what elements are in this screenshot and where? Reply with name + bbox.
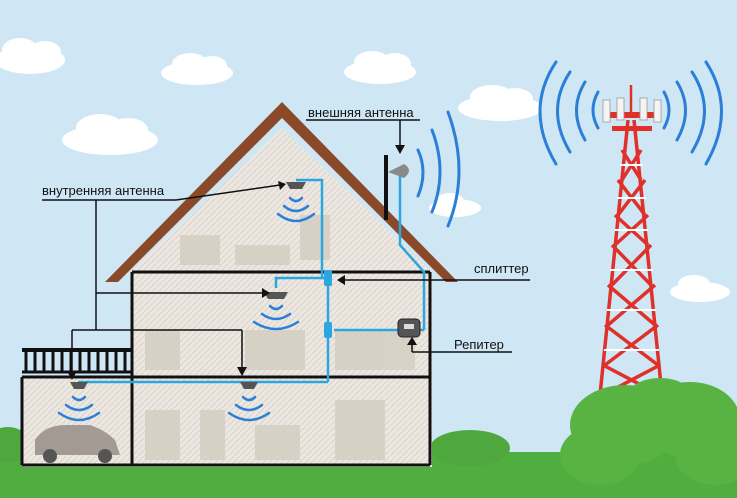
cloud <box>458 85 542 121</box>
leader-lines <box>42 119 530 374</box>
house <box>20 102 458 467</box>
splitter-icon <box>324 322 332 338</box>
tower-signal-waves <box>538 60 723 166</box>
splitter-icon <box>324 270 332 286</box>
internal-antenna-waves <box>57 196 316 422</box>
panel-antenna-icon <box>384 155 409 220</box>
label-internal-antenna: внутренняя антенна <box>42 183 165 198</box>
cloud <box>344 51 416 84</box>
tree-bush <box>560 378 737 485</box>
cell-tower-icon <box>598 85 664 397</box>
cloud <box>0 38 65 74</box>
leader-arrowheads <box>67 145 417 380</box>
bush-mid <box>430 430 510 466</box>
cloud <box>161 53 233 85</box>
clouds <box>0 38 730 302</box>
ceiling-antenna-icon <box>70 182 306 389</box>
label-repeater: Репитер <box>454 337 504 352</box>
repeater-box-icon <box>397 318 421 338</box>
cloud <box>670 275 730 302</box>
balcony-railing <box>22 348 132 374</box>
external-antenna-waves <box>416 110 461 228</box>
label-external-antenna: внешняя антенна <box>308 105 414 120</box>
label-splitter: сплиттер <box>474 261 529 276</box>
cloud <box>62 114 158 155</box>
car <box>35 425 120 463</box>
